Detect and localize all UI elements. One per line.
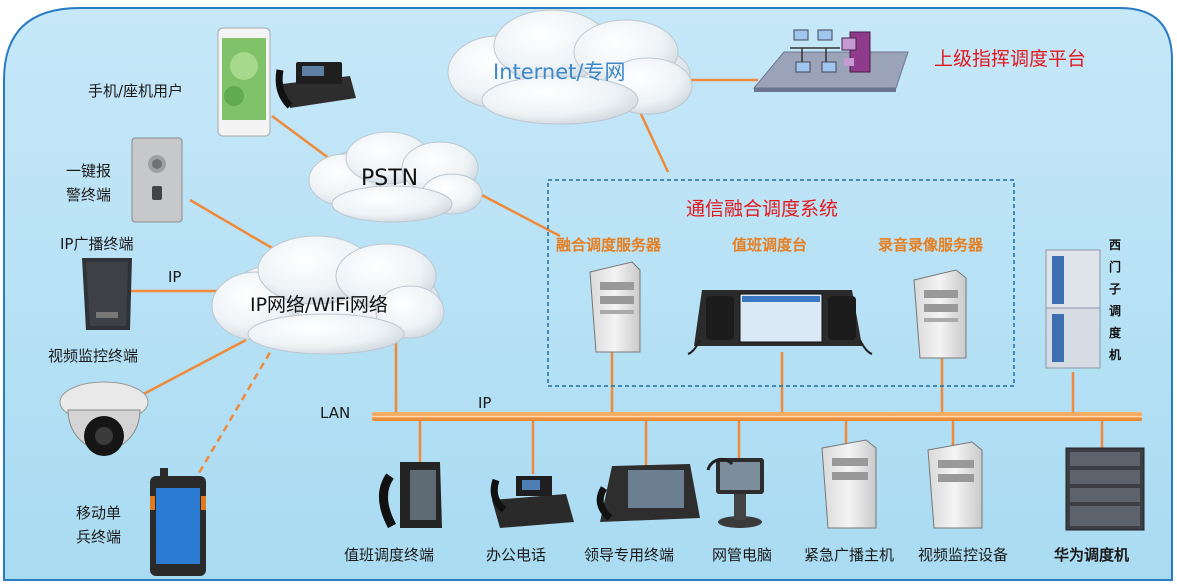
alarm-terminal-icon — [131, 137, 183, 223]
huawei-switch-label: 华为调度机 — [1054, 546, 1130, 564]
siemens-char: 调 — [1108, 304, 1121, 318]
system-title: 通信融合调度系统 — [686, 198, 839, 220]
duty-terminal-label: 值班调度终端 — [344, 546, 435, 564]
broadcast-host-icon — [821, 439, 877, 529]
ip-link-label: IP — [168, 268, 182, 286]
cloud-internet — [447, 9, 693, 125]
recording-server-label: 录音录像服务器 — [878, 236, 984, 254]
pstn-cloud-label: PSTN — [361, 166, 419, 191]
office-phone-label: 办公电话 — [486, 546, 547, 564]
video-monitor-label: 视频监控终端 — [48, 347, 139, 365]
mobile-label-line2: 兵终端 — [76, 528, 122, 546]
video-surveillance-icon — [927, 441, 983, 529]
fusion-server-label: 融合调度服务器 — [556, 236, 662, 254]
siemens-char: 度 — [1108, 326, 1121, 340]
siemens-char: 机 — [1108, 348, 1121, 362]
leader-terminal-label: 领导专用终端 — [584, 546, 675, 564]
system-box — [547, 179, 1015, 387]
mobile-label-line1: 移动单 — [76, 504, 122, 522]
bus-ip-label: IP — [478, 394, 492, 412]
background-panel — [3, 7, 1173, 581]
mobile-dashed-link — [194, 331, 284, 479]
rugged-mobile-icon — [150, 468, 206, 576]
alarm-label-line2: 警终端 — [66, 186, 112, 204]
office-phone-icon — [490, 476, 574, 528]
lan-label: LAN — [320, 404, 351, 422]
alarm-label-line1: 一键报 — [66, 162, 112, 180]
duty-terminal-icon — [379, 462, 442, 529]
smartphone-icon — [217, 27, 271, 137]
duty-console-label: 值班调度台 — [732, 236, 808, 254]
dispatch-console-icon — [687, 290, 873, 355]
cloud-ip-network — [211, 235, 445, 355]
video-surveillance-label: 视频监控设备 — [918, 546, 1009, 564]
siemens-char: 西 — [1108, 238, 1121, 252]
siemens-char: 门 — [1108, 260, 1121, 274]
broadcast-host-label: 紧急广播主机 — [804, 546, 895, 564]
recording-server-icon — [913, 269, 967, 359]
cloud-pstn — [308, 131, 483, 223]
ip-network-cloud-label: IP网络/WiFi网络 — [250, 294, 388, 316]
management-pc-label: 网管电脑 — [712, 546, 773, 564]
phone-user-label: 手机/座机用户 — [88, 82, 184, 100]
ip-broadcast-label: IP广播终端 — [60, 235, 134, 253]
leader-terminal-icon — [596, 464, 700, 522]
fusion-server-icon — [589, 261, 641, 353]
huawei-switch-icon — [1065, 447, 1145, 531]
ip-speaker-icon — [82, 258, 132, 330]
connection-lines — [131, 78, 1104, 474]
siemens-switch-label: 西 门 子 调 度 机 — [1106, 234, 1124, 366]
management-pc-icon — [706, 457, 764, 528]
desk-phone-icon — [275, 62, 356, 109]
dome-camera-icon — [59, 381, 149, 456]
internet-cloud-label: Internet/专网 — [493, 60, 626, 84]
platform-network-icon — [752, 29, 909, 92]
siemens-switch-icon — [1045, 249, 1101, 369]
upper-platform-label: 上级指挥调度平台 — [934, 48, 1087, 70]
siemens-char: 子 — [1108, 282, 1121, 296]
